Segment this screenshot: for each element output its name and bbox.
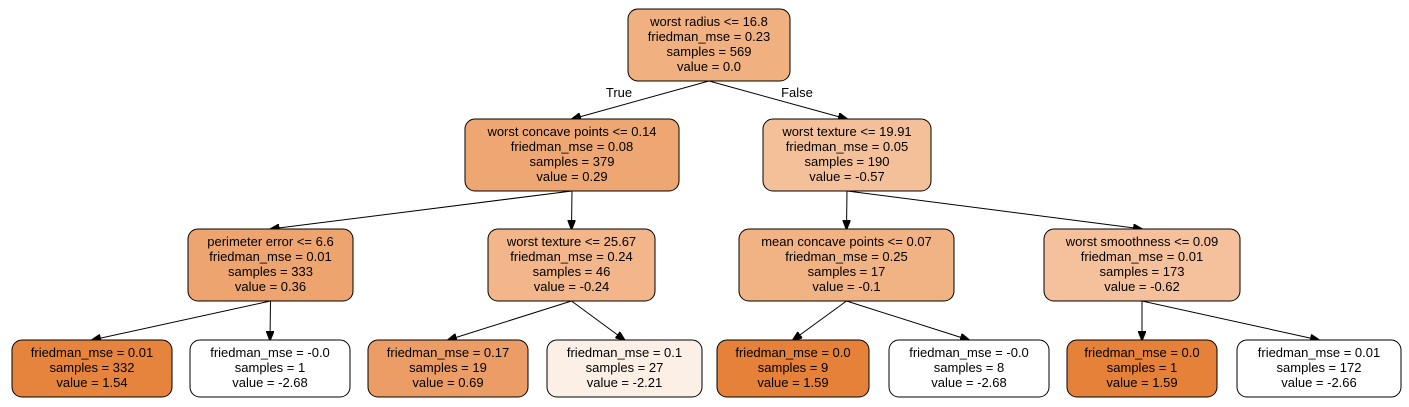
node-box	[888, 339, 1050, 398]
edge-n1-n4	[572, 190, 573, 229]
node-text-line: value = 0.69	[412, 375, 483, 390]
node-box	[11, 339, 173, 398]
node-text-line: worst radius <= 16.8	[649, 14, 768, 29]
edge-n4-n9	[448, 300, 572, 340]
node-text-line: samples = 333	[228, 264, 313, 279]
node-text-line: worst texture <= 25.67	[506, 234, 636, 249]
node-text-line: value = 0.0	[677, 59, 741, 74]
node-text-line: samples = 27	[586, 360, 664, 375]
node-box	[189, 339, 351, 398]
node-text-line: friedman_mse = 0.23	[648, 29, 770, 44]
node-text-line: friedman_mse = -0.0	[909, 345, 1029, 360]
node-text-line: friedman_mse = 0.24	[510, 249, 632, 264]
node-text-line: worst concave points <= 0.14	[486, 124, 656, 139]
edge-label-true: True	[606, 85, 632, 100]
edge-n6-n14	[1141, 300, 1319, 340]
node-text-line: friedman_mse = 0.1	[567, 345, 682, 360]
edge-n2-n6	[846, 190, 1142, 229]
node-box	[487, 228, 656, 302]
edge-n1-n3	[271, 190, 573, 229]
node-text-line: samples = 173	[1100, 264, 1185, 279]
node-text-line: friedman_mse = 0.01	[209, 249, 331, 264]
edge-n5-n12	[846, 300, 970, 340]
node-text-line: perimeter error <= 6.6	[207, 234, 333, 249]
tree-node-n1: worst concave points <= 0.14friedman_mse…	[464, 118, 680, 192]
node-text-line: value = -0.24	[534, 279, 610, 294]
node-text-line: samples = 8	[934, 360, 1004, 375]
node-text-line: samples = 172	[1277, 360, 1362, 375]
node-text-line: value = -2.66	[1281, 375, 1357, 390]
node-text-line: friedman_mse = -0.0	[210, 345, 330, 360]
node-text-line: value = -2.68	[232, 375, 308, 390]
node-box	[762, 118, 932, 192]
edge-n0-n1	[572, 80, 710, 119]
node-text-line: samples = 46	[533, 264, 611, 279]
node-text-line: samples = 19	[409, 360, 487, 375]
node-text-line: value = -0.1	[812, 279, 880, 294]
edge-n3-n7	[92, 300, 271, 340]
node-text-line: samples = 9	[758, 360, 828, 375]
node-text-line: value = -0.57	[809, 169, 885, 184]
node-text-line: friedman_mse = 0.0	[735, 345, 850, 360]
node-text-line: friedman_mse = 0.01	[1081, 249, 1203, 264]
node-text-line: friedman_mse = 0.25	[785, 249, 907, 264]
node-box	[738, 228, 955, 302]
node-text-line: friedman_mse = 0.08	[511, 139, 633, 154]
node-box	[367, 339, 529, 398]
node-text-line: worst smoothness <= 0.09	[1065, 234, 1218, 249]
node-text-line: samples = 332	[50, 360, 135, 375]
node-text-line: mean concave points <= 0.07	[761, 234, 932, 249]
node-box	[1043, 228, 1241, 302]
node-text-line: friedman_mse = 0.0	[1084, 345, 1199, 360]
edge-n4-n10	[571, 300, 625, 340]
node-text-line: worst texture <= 19.91	[781, 124, 911, 139]
node-text-line: value = 0.29	[536, 169, 607, 184]
node-text-line: samples = 190	[805, 154, 890, 169]
node-text-line: value = -2.21	[587, 375, 663, 390]
node-text-line: friedman_mse = 0.01	[1258, 345, 1380, 360]
node-box	[1236, 339, 1402, 398]
node-text-line: value = -0.62	[1104, 279, 1180, 294]
node-box	[464, 118, 680, 192]
edge-n0-n2	[708, 80, 847, 119]
node-text-line: samples = 569	[667, 44, 752, 59]
node-text-line: value = 1.59	[1106, 375, 1177, 390]
node-box	[716, 339, 870, 398]
node-text-line: friedman_mse = 0.05	[786, 139, 908, 154]
node-text-line: friedman_mse = 0.01	[31, 345, 153, 360]
edge-n5-n11	[793, 300, 847, 340]
node-text-line: samples = 1	[1107, 360, 1177, 375]
edge-n2-n5	[847, 190, 848, 229]
node-text-line: value = 0.36	[235, 279, 306, 294]
tree-node-n5: mean concave points <= 0.07friedman_mse …	[738, 228, 955, 302]
node-box	[627, 8, 791, 82]
node-box	[546, 339, 703, 398]
node-box	[1066, 339, 1218, 398]
edge-n3-n8	[270, 300, 271, 340]
node-text-line: value = 1.54	[56, 375, 127, 390]
node-text-line: samples = 1	[235, 360, 305, 375]
node-text-line: friedman_mse = 0.17	[387, 345, 509, 360]
edge-label-false: False	[781, 85, 813, 100]
node-text-line: samples = 17	[808, 264, 886, 279]
node-box	[187, 228, 354, 302]
node-text-line: samples = 379	[530, 154, 615, 169]
node-text-line: value = -2.68	[931, 375, 1007, 390]
node-text-line: value = 1.59	[757, 375, 828, 390]
